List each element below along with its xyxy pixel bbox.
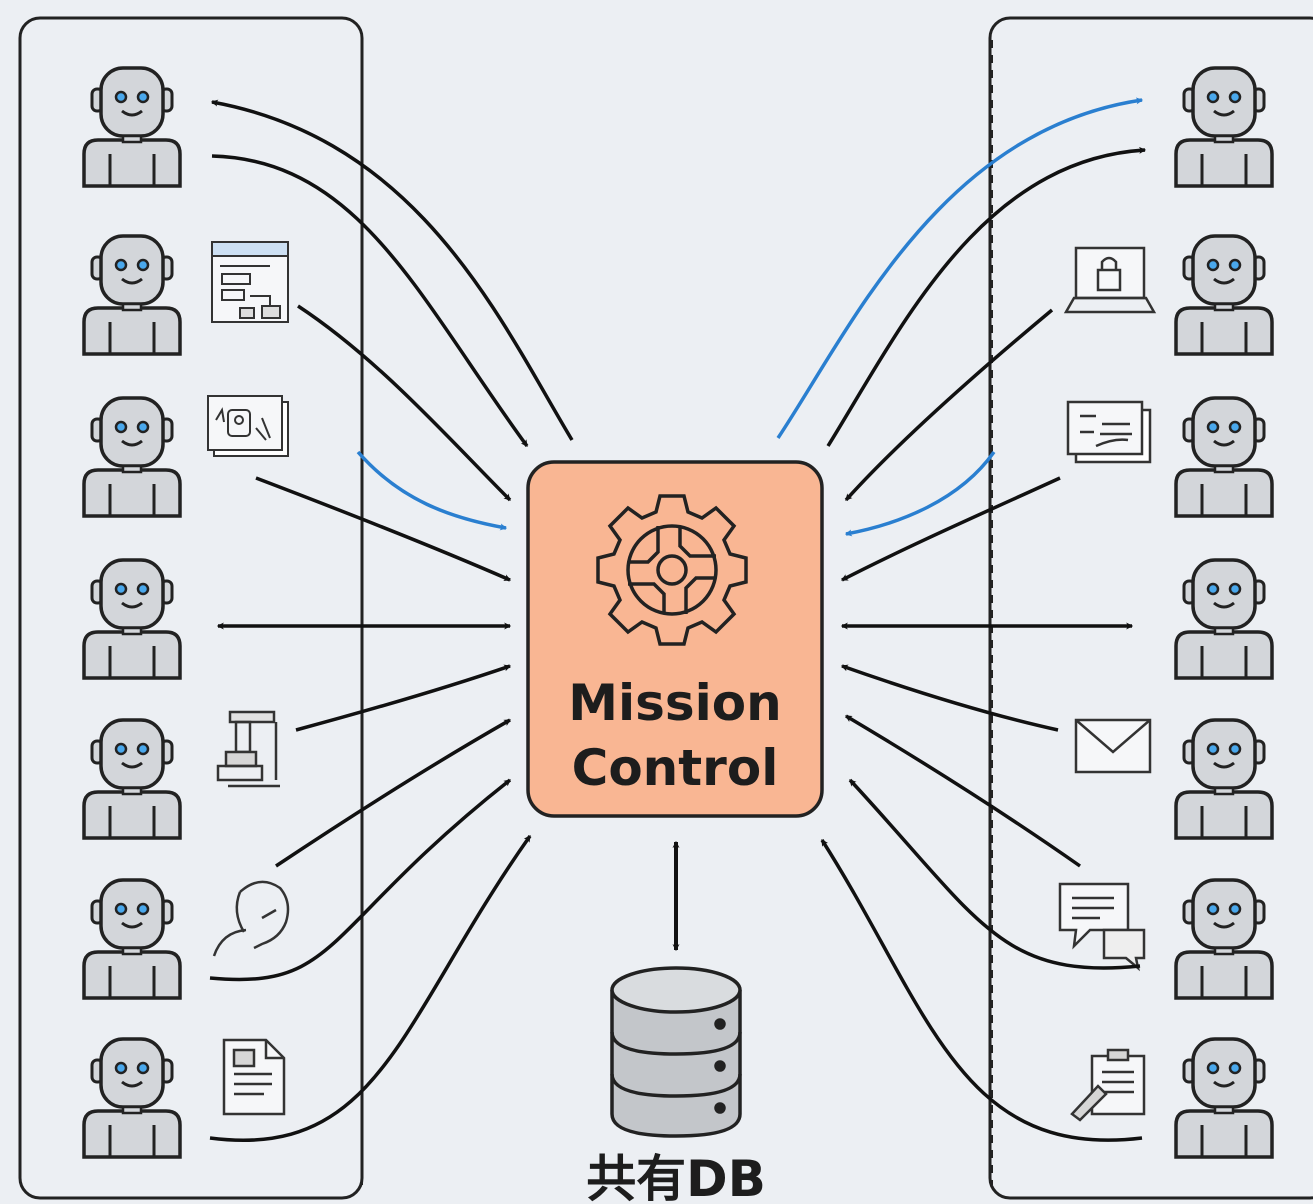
robotic-arm-icon [216,710,280,788]
left-agent-7-arrow [209,834,532,1142]
web-browser-icon [211,241,289,323]
right-agent-3-arrow [840,476,1061,582]
right-agent-2-robot-icon [1174,234,1274,356]
right-agent-5-robot-icon [1174,718,1274,840]
right-agent-4-robot-icon [1174,558,1274,680]
gear-icon [596,494,748,646]
left-agent-3-arrow [255,476,512,582]
chat-bubbles-icon [1058,882,1146,972]
right-agent-5-arrow [840,664,1059,732]
report-document-icon [222,1038,286,1116]
left-agent-6-arrow-upper [275,718,512,868]
left-agent-1-outbound-arrow [210,99,574,441]
left-agent-3-robot-icon [82,396,182,518]
right-agent-7-robot-icon [1174,1037,1274,1159]
left-agent-4-robot-icon [82,558,182,680]
clipboard-pen-icon [1070,1048,1146,1122]
left-highlight-arrow [356,450,508,531]
left-agent-2-robot-icon [82,234,182,356]
laptop-lock-icon [1063,246,1157,314]
right-agent-6-robot-icon [1174,878,1274,1000]
left-agent-1-inbound-arrow [211,154,529,448]
left-agent-6-robot-icon [82,878,182,1000]
right-agent-3-robot-icon [1174,396,1274,518]
right-agent-panel [988,16,1313,1200]
left-agent-7-robot-icon [82,1037,182,1159]
right-highlight-inbound-arrow [844,450,996,537]
mission-control-label-line2: Control [572,739,779,797]
mission-control-label-line1: Mission [568,674,782,732]
code-window-icon [1066,400,1152,464]
left-agent-5-arrow [295,664,512,732]
right-agent-6-arrow-upper [844,714,1082,868]
right-highlight-outbound-arrow [776,97,1144,439]
right-agent-2-arrow [844,308,1054,502]
photo-document-icon [207,395,289,457]
database-label: 共有DB [586,1150,766,1204]
left-agent-1-robot-icon [82,66,182,188]
right-agent-1-inbound-arrow [826,146,1147,447]
database-icon [610,966,742,1138]
mail-envelope-icon [1074,718,1152,774]
right-agent-1-robot-icon [1174,66,1274,188]
left-agent-6-arrow-lower [209,778,512,982]
human-profile-icon [212,880,290,957]
right-agent-6-arrow-lower [848,778,1141,970]
right-agent-7-arrow [820,839,1143,1142]
left-agent-5-robot-icon [82,718,182,840]
left-agent-panel [18,16,364,1200]
mission-control-box [526,460,824,818]
left-agent-2-arrow [297,304,512,502]
mission-control-node: Mission Control [526,460,824,818]
